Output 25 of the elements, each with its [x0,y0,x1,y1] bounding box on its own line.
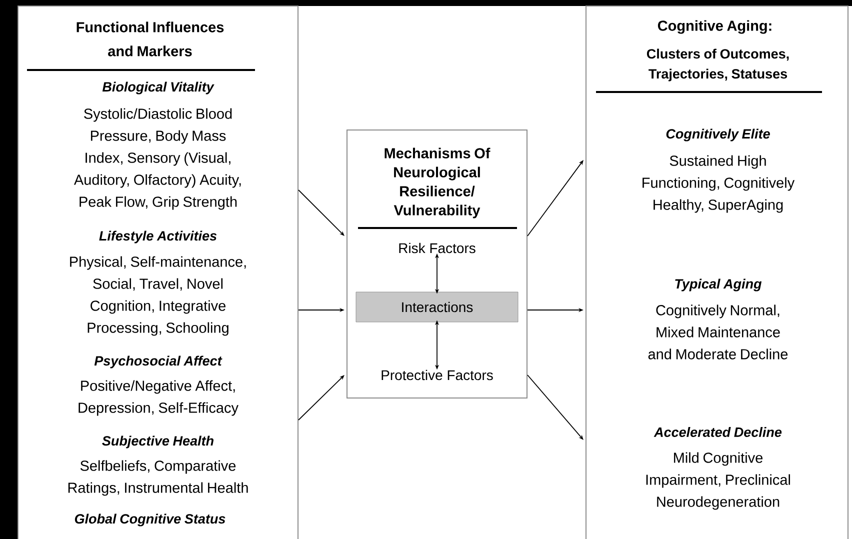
section-text: Systolic/Diastolic Blood Pressure, Body Mass Index, Sensory (Visual, Auditory, Olfactory) Acuity, Peak Flow, Grip Strength [74,108,241,210]
section-heading: Cognitively Elite [666,128,770,142]
panel-heading: Functional Influences and Markers [76,22,224,56]
panel-subheading: Clusters of Outcomes, Trajectories, Statuses [646,48,789,82]
section-heading: Subjective Health [102,436,214,448]
section-heading: Accelerated Decline [654,427,782,437]
arrow [298,375,344,420]
section-heading: Lifestyle Activities [99,230,217,244]
panel-heading: Cognitive Aging: [658,20,772,34]
section-text: Mild Cognitive Impairment, Preclinical Neurodegeneration [646,452,790,510]
factor-label: Risk Factors [399,242,476,254]
section-text: Sustained High Functioning, Cognitively Healthy, SuperAging [642,155,795,213]
section-heading: Psychosocial Affect [94,356,222,368]
section-heading: Typical Aging [675,278,762,292]
section-heading: Global Cognitive Status [74,514,226,526]
section-text: Positive/Negative Affect, Depression, Self-Efficacy [78,380,238,416]
box-heading: Mechanisms Of Neurological Resilience/ Vulnerability [384,148,490,218]
arrow [527,374,584,440]
factor-label: Protective Factors [382,370,493,380]
interaction-box: Interactions [356,292,518,322]
arrow [298,190,344,236]
section-text: Selfbeliefs, Comparative Ratings, Instrumental Health [68,460,248,496]
section-text: Physical, Self-maintenance, Social, Travel, Novel Cognition, Integrative Processing, Schooling [70,256,246,336]
section-text: Cognitively Normal, Mixed Maintenance and Moderate Decline [648,304,788,360]
section-heading: Biological Vitality [102,82,214,94]
